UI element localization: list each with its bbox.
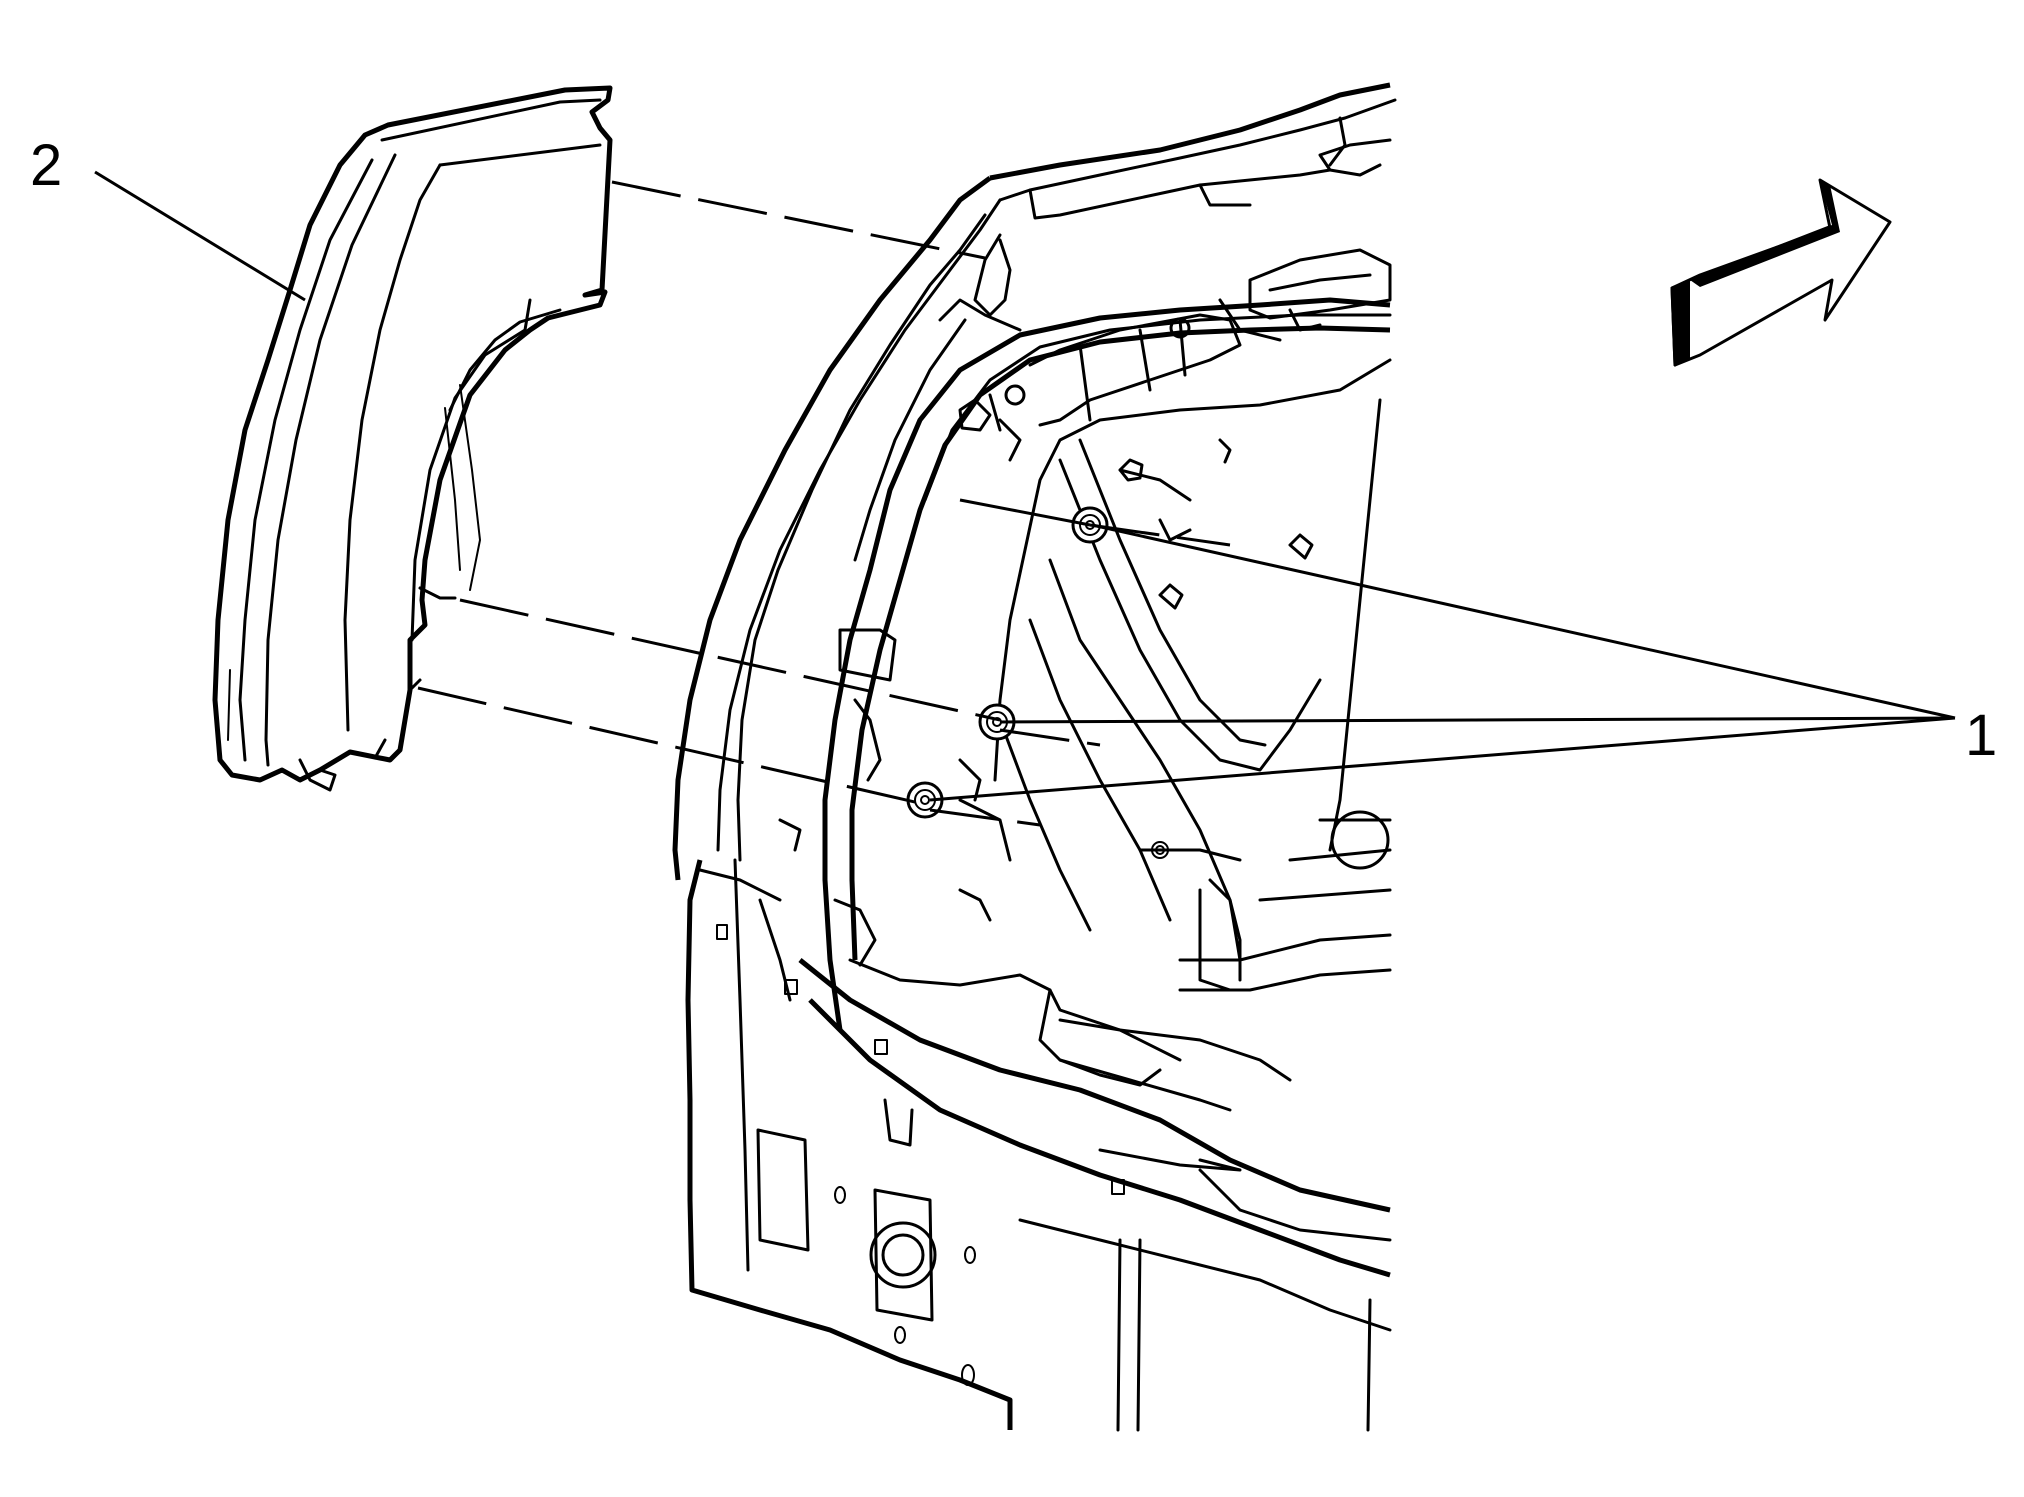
leader-lines	[94, 170, 1956, 802]
callout-label-1: 1	[1965, 703, 1997, 768]
body-structure	[672, 82, 1397, 1432]
callout-label-2: 2	[30, 133, 62, 198]
trim-panel	[212, 85, 613, 792]
forward-arrow-icon	[1670, 178, 1892, 367]
